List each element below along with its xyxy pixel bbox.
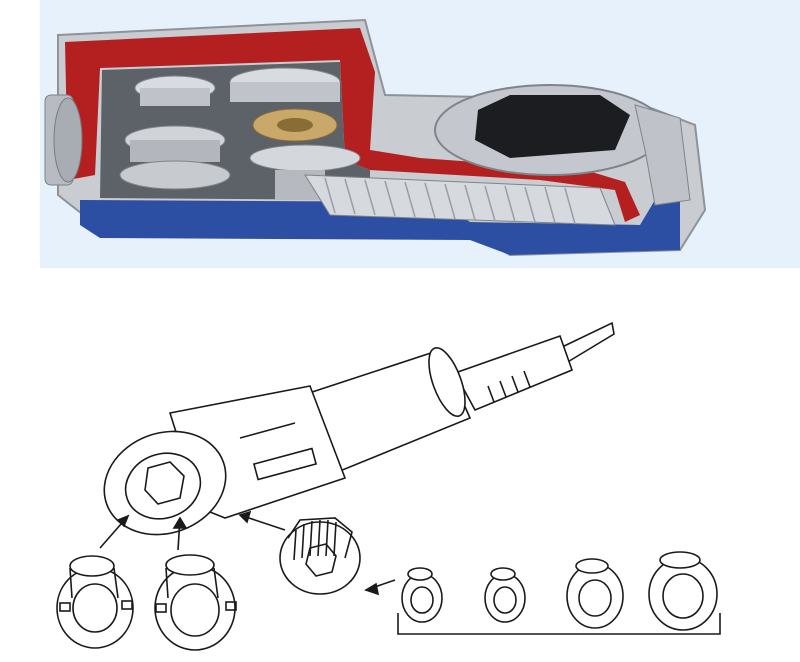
die-adapter <box>279 517 361 595</box>
housing-seam <box>239 422 296 439</box>
left-pinion-gear <box>53 97 83 183</box>
motor-end-cap <box>428 347 466 417</box>
die-head-left-1 <box>56 555 134 649</box>
gear-teeth <box>324 177 576 225</box>
blue-lower-housing <box>80 198 680 255</box>
output-gear <box>304 174 616 226</box>
die-head-right-1 <box>401 567 443 623</box>
gear-stack-left <box>119 75 231 190</box>
threader-head-ring <box>103 430 227 536</box>
housing-label-plate <box>252 447 318 481</box>
arrow-from-bracket <box>364 579 396 596</box>
gearbox-cutaway-illustration <box>40 0 800 268</box>
arrow-to-housing <box>238 510 286 531</box>
die-head-right-3 <box>566 558 624 629</box>
octagonal-socket-opening <box>475 95 630 158</box>
threader-diagram <box>56 321 721 651</box>
die-head-right-4 <box>648 551 718 631</box>
head-inner-ring <box>124 452 202 520</box>
grip-ridges <box>487 370 531 403</box>
die-group-bracket <box>397 613 721 635</box>
die-head-left-2 <box>154 554 237 651</box>
arrow-to-head-left <box>99 514 130 549</box>
threader-line-drawing-panel <box>0 268 800 662</box>
handle-grip <box>453 334 574 412</box>
ring-outer-edge <box>634 104 691 206</box>
head-octagon-socket <box>144 461 185 505</box>
die-head-right-2 <box>484 567 526 623</box>
arrow-to-head-center <box>172 516 188 551</box>
gearbox-cutaway-panel <box>40 0 800 268</box>
adapter-hex-socket <box>305 543 337 577</box>
red-upper-housing <box>65 28 640 222</box>
power-cord <box>559 321 615 364</box>
